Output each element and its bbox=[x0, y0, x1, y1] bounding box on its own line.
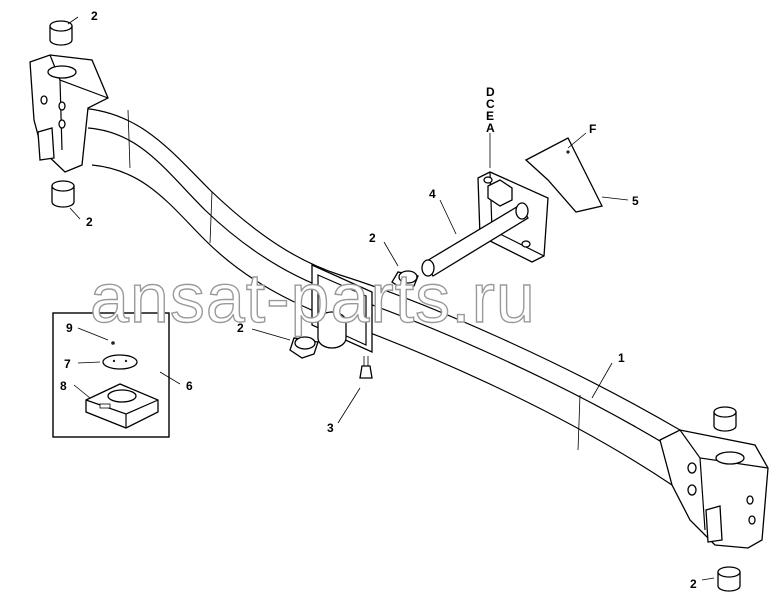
right-end-bracket bbox=[659, 429, 769, 549]
callout-8: 8 bbox=[60, 379, 67, 393]
left-end-bracket bbox=[29, 54, 109, 173]
callout-F: F bbox=[589, 122, 596, 136]
bushing-center-lower bbox=[289, 336, 319, 359]
callout-4: 4 bbox=[429, 187, 436, 201]
callout-E: E bbox=[486, 109, 494, 123]
bushing-right-upper bbox=[713, 406, 737, 432]
bolt bbox=[359, 356, 373, 379]
small-fastener bbox=[111, 341, 115, 345]
callout-3: 3 bbox=[327, 421, 334, 435]
callout-A: A bbox=[486, 121, 495, 135]
washer bbox=[102, 354, 138, 370]
leader-lines bbox=[67, 16, 715, 581]
beam bbox=[79, 107, 681, 486]
pin-bracket bbox=[421, 171, 549, 277]
mounting-bracket bbox=[85, 383, 159, 429]
callout-labels: 2 2 2 2 2 1 3 4 5 6 7 8 9 D C E A F bbox=[60, 9, 697, 591]
callout-2-top-left: 2 bbox=[91, 9, 98, 23]
inset-box bbox=[52, 312, 170, 438]
callout-C: C bbox=[486, 97, 495, 111]
bushing-right-lower bbox=[717, 566, 741, 592]
callout-D: D bbox=[486, 85, 495, 99]
callout-6: 6 bbox=[186, 379, 193, 393]
cover-plate bbox=[524, 137, 603, 213]
callout-2-bottom-right: 2 bbox=[690, 577, 697, 591]
center-plate bbox=[311, 263, 373, 354]
callout-5: 5 bbox=[632, 194, 639, 208]
callout-7: 7 bbox=[64, 357, 71, 371]
callout-1: 1 bbox=[618, 351, 625, 365]
callout-2-center-lower: 2 bbox=[237, 321, 244, 335]
bushing-left-lower bbox=[51, 180, 75, 208]
callout-2-center-upper: 2 bbox=[369, 231, 376, 245]
watermark-text: ansat-parts.ru bbox=[90, 259, 536, 337]
callout-9: 9 bbox=[66, 321, 73, 335]
bushing-top-left bbox=[49, 20, 73, 46]
bushing-center-upper bbox=[391, 270, 419, 291]
callout-2-left-lower: 2 bbox=[86, 215, 93, 229]
